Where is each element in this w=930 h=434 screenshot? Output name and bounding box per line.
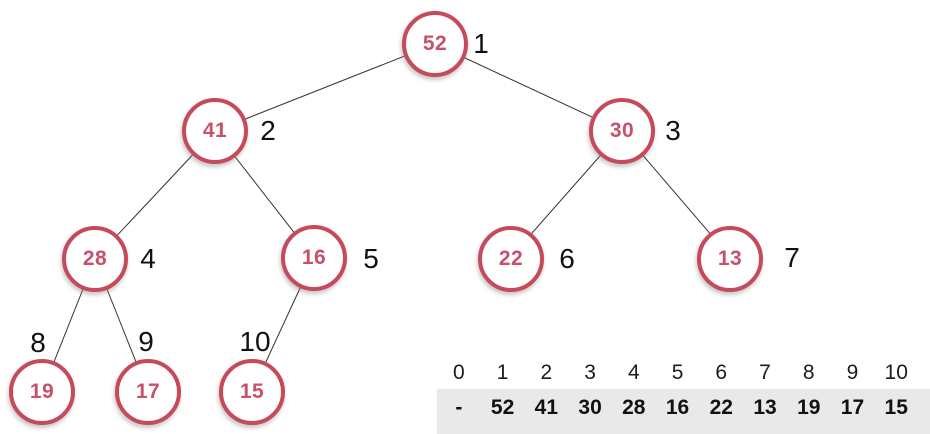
node-value: 19 [29, 380, 55, 403]
array-value-cell: 15 [884, 396, 908, 419]
array-index-cell: 9 [846, 361, 859, 384]
heap-node: 30 [589, 98, 655, 164]
array-index-cell: 3 [584, 361, 596, 384]
node-index-label: 5 [363, 243, 379, 274]
node-index-label: 8 [30, 327, 46, 358]
node-value: 22 [498, 247, 524, 270]
node-value: 16 [301, 246, 327, 269]
array-value-cell: 41 [534, 396, 559, 419]
node-value: 52 [422, 32, 448, 55]
array-value-cell: 17 [840, 396, 865, 419]
node-index-label: 2 [260, 115, 276, 146]
array-value-cell: 13 [753, 396, 777, 419]
array-value-cell: 22 [709, 396, 733, 419]
array-index-cell: 5 [671, 361, 684, 384]
node-index-label: 7 [784, 242, 800, 273]
heap-node: 15 [219, 359, 285, 425]
edge-line [214, 43, 436, 132]
node-value: 41 [202, 119, 228, 142]
heap-node: 16 [281, 225, 347, 291]
heap-node: 13 [697, 226, 763, 292]
node-index-label: 10 [239, 326, 271, 357]
array-index-cell: 7 [759, 361, 771, 384]
array-index-cell: 8 [802, 361, 815, 384]
array-value-cell: 28 [622, 396, 646, 419]
node-value: 28 [82, 247, 108, 270]
node-index-label: 9 [138, 326, 154, 357]
heap-node: 28 [62, 226, 128, 292]
node-index-label: 3 [665, 115, 681, 146]
array-value-cell: - [455, 396, 463, 419]
node-value: 17 [135, 380, 161, 403]
heap-node: 22 [478, 226, 544, 292]
array-index-cell: 6 [715, 361, 728, 384]
array-index-cell: 2 [540, 361, 553, 384]
node-index-label: 1 [473, 28, 489, 59]
node-value: 30 [609, 119, 635, 142]
node-value: 13 [717, 247, 743, 270]
array-index-cell: 0 [453, 361, 465, 384]
heap-node: 17 [115, 359, 181, 425]
array-index-cell: 1 [496, 361, 509, 384]
array-index-cell: 4 [627, 361, 640, 384]
edge-line [434, 43, 623, 132]
array-value-cell: 52 [490, 396, 515, 419]
array-index-row: 0 1 2 3 4 5 6 7 8 9 10 [437, 361, 918, 385]
heap-node: 52 [402, 11, 468, 77]
array-value-cell: 30 [578, 396, 602, 419]
array-value-cell: 16 [665, 396, 690, 419]
heap-node: 19 [9, 359, 75, 425]
array-value-row: - 52 41 30 28 16 22 13 19 17 15 [437, 391, 918, 425]
node-index-label: 6 [559, 243, 575, 274]
array-values-band [437, 389, 930, 434]
array-value-cell: 19 [797, 396, 821, 419]
heap-node: 41 [182, 98, 248, 164]
node-index-label: 4 [140, 243, 156, 274]
node-value: 15 [239, 380, 265, 403]
array-index-cell: 10 [884, 361, 908, 384]
